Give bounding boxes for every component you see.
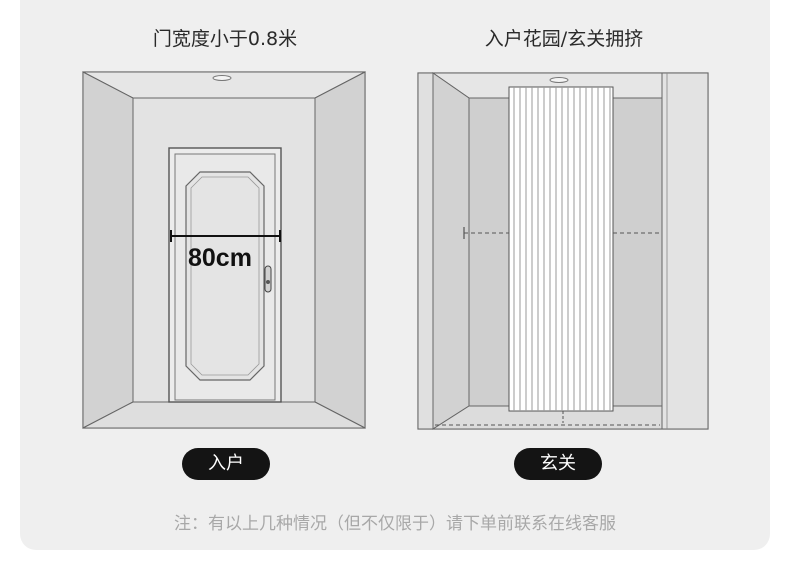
folding-partition	[508, 86, 614, 423]
door-width-label: 80cm	[188, 244, 252, 272]
entrance-door-illustration: 80cm	[82, 71, 366, 429]
right-caption: 入户花园/玄关拥挤	[484, 28, 644, 50]
left-caption: 门宽度小于0.8米	[152, 28, 298, 50]
footer-note: 注：有以上几种情况（但不仅限于）请下单前联系在线客服	[174, 514, 616, 534]
foyer-tag: 玄关	[514, 448, 602, 480]
entryway-partition-illustration	[417, 72, 709, 430]
entrance-tag: 入户	[182, 448, 270, 480]
